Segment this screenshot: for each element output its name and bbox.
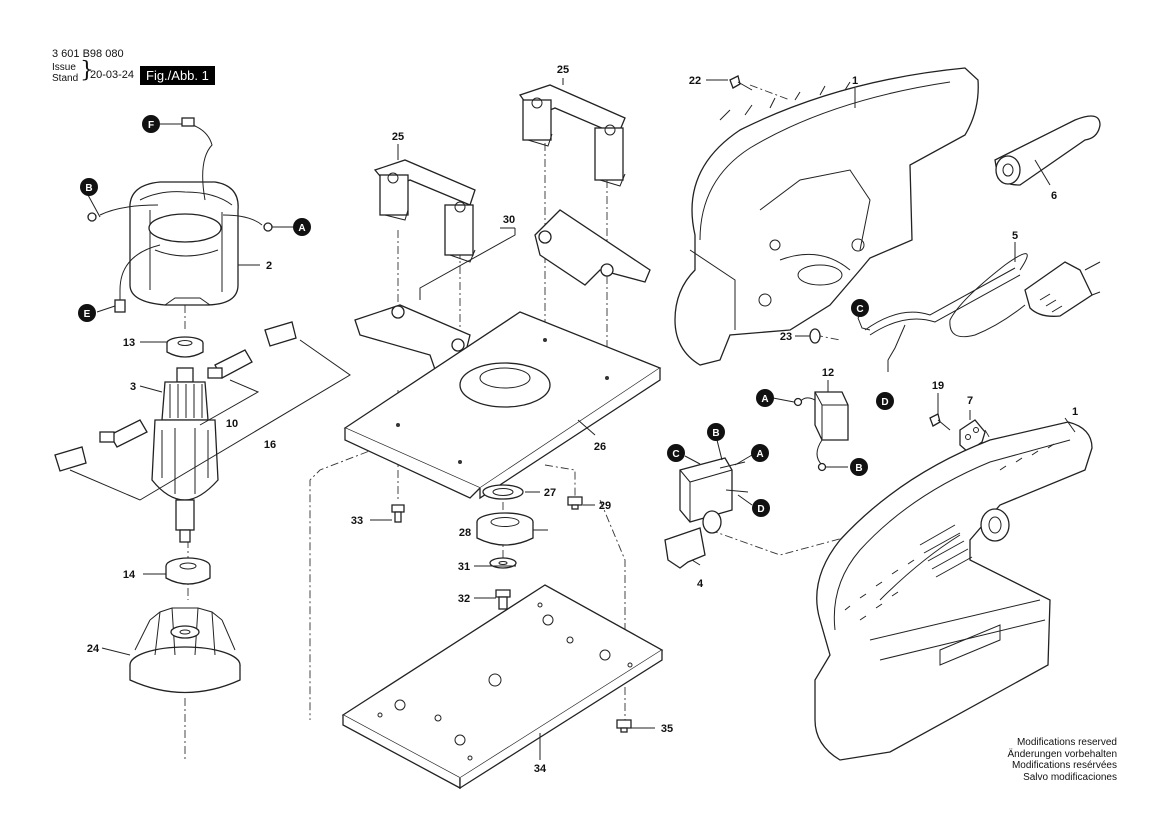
part-label-28: 28 bbox=[459, 527, 471, 539]
issue-date: 20-03-24 bbox=[90, 69, 135, 81]
part-label-34: 34 bbox=[534, 763, 547, 775]
part-label-1-bottom: 1 bbox=[1072, 406, 1078, 418]
brace-glyph: } bbox=[80, 58, 94, 83]
part-label-22: 22 bbox=[689, 75, 701, 87]
part-label-19: 19 bbox=[932, 380, 944, 392]
part-label-4: 4 bbox=[697, 578, 704, 590]
part-label-27: 27 bbox=[544, 487, 556, 499]
part-label-12: 12 bbox=[822, 367, 834, 379]
bearing-14 bbox=[165, 557, 211, 585]
part-label-25-right: 25 bbox=[557, 64, 569, 76]
part-label-5: 5 bbox=[1012, 230, 1018, 242]
washers bbox=[476, 484, 534, 569]
stand-label: Stand bbox=[52, 73, 79, 84]
part-label-7: 7 bbox=[967, 395, 973, 407]
part-label-24: 24 bbox=[87, 643, 100, 655]
part-label-3: 3 bbox=[130, 381, 136, 393]
part-label-13: 13 bbox=[123, 337, 135, 349]
fan bbox=[129, 607, 241, 694]
connector-letter-b-suppressor: B bbox=[855, 463, 862, 474]
part-label-23: 23 bbox=[780, 331, 792, 343]
base-plate bbox=[343, 311, 662, 500]
part-number-labels: 1 1 2 3 4 5 6 7 10 12 13 14 16 19 22 23 … bbox=[87, 64, 1078, 775]
connector-marker-b-switch bbox=[707, 423, 725, 441]
part-label-2: 2 bbox=[266, 260, 272, 272]
part-label-10: 10 bbox=[226, 418, 238, 430]
housing-half-top bbox=[674, 67, 979, 366]
connector-letter-c-switch: C bbox=[672, 449, 679, 460]
connector-marker-d-cord bbox=[876, 392, 894, 410]
connector-letter-c-cord: C bbox=[856, 304, 863, 315]
connector-marker-c-switch bbox=[667, 444, 685, 462]
note-spanish: Salvo modificaciones bbox=[1023, 771, 1117, 783]
connector-letter-b-switch: B bbox=[712, 428, 719, 439]
connector-marker-b-motor bbox=[80, 178, 98, 196]
note-french: Modifications resérvées bbox=[1011, 760, 1117, 771]
connector-marker-f-motor bbox=[142, 115, 160, 133]
connector-markers: F B A E C D A B B C A D bbox=[78, 115, 894, 517]
part-label-31: 31 bbox=[458, 561, 470, 573]
figure-label: Fig./Abb. 1 bbox=[140, 66, 215, 85]
connector-marker-a-switch bbox=[751, 444, 769, 462]
part-label-30: 30 bbox=[503, 214, 515, 226]
grip-cap bbox=[994, 115, 1101, 186]
power-cord bbox=[857, 253, 1101, 361]
part-label-16: 16 bbox=[264, 439, 276, 451]
part-label-32: 32 bbox=[458, 593, 470, 605]
field-coil-stator bbox=[87, 117, 273, 313]
connector-letter-f-motor: F bbox=[148, 120, 154, 131]
part-label-25-left: 25 bbox=[392, 131, 404, 143]
bracket-25-left bbox=[373, 159, 476, 263]
part-label-1-top: 1 bbox=[852, 75, 858, 87]
modification-notes: Modifications reserved Änderungen vorbeh… bbox=[1007, 737, 1117, 783]
connector-letter-d-switch: D bbox=[757, 504, 764, 515]
note-german: Änderungen vorbehalten bbox=[1007, 748, 1117, 760]
bearing-13 bbox=[166, 336, 204, 358]
part-label-26: 26 bbox=[594, 441, 606, 453]
connector-marker-a-motor bbox=[293, 218, 311, 236]
part-label-14: 14 bbox=[123, 569, 136, 581]
part-label-6: 6 bbox=[1051, 190, 1057, 202]
connector-marker-e-motor bbox=[78, 304, 96, 322]
connector-letter-a-suppressor: A bbox=[761, 394, 768, 405]
sanding-pad bbox=[341, 584, 664, 790]
leader-lines bbox=[87, 78, 1076, 760]
header: 3 601 B98 080 Issue Stand } 20-03-24 Fig… bbox=[0, 0, 260, 90]
suppressor bbox=[793, 391, 849, 472]
connector-letter-a-motor: A bbox=[298, 223, 305, 234]
connector-marker-d-switch bbox=[752, 499, 770, 517]
issue-label: Issue bbox=[52, 62, 76, 73]
lever-clamps bbox=[354, 209, 651, 379]
connector-letter-e-motor: E bbox=[84, 309, 91, 320]
connector-marker-a-suppressor bbox=[756, 389, 774, 407]
part-label-33: 33 bbox=[351, 515, 363, 527]
connector-letter-d-cord: D bbox=[881, 397, 888, 408]
bracket-25-right bbox=[518, 84, 626, 187]
connector-letter-a-switch: A bbox=[756, 449, 763, 460]
part-label-35: 35 bbox=[661, 723, 673, 735]
note-english: Modifications reserved bbox=[1016, 737, 1117, 748]
connector-marker-c-cord bbox=[851, 299, 869, 317]
carbon-brushes bbox=[54, 321, 351, 501]
switch bbox=[664, 457, 749, 569]
connector-marker-b-suppressor bbox=[850, 458, 868, 476]
document-number: 3 601 B98 080 bbox=[52, 48, 124, 60]
armature bbox=[151, 367, 219, 543]
connector-letter-b-motor: B bbox=[85, 183, 92, 194]
part-label-29: 29 bbox=[599, 500, 611, 512]
